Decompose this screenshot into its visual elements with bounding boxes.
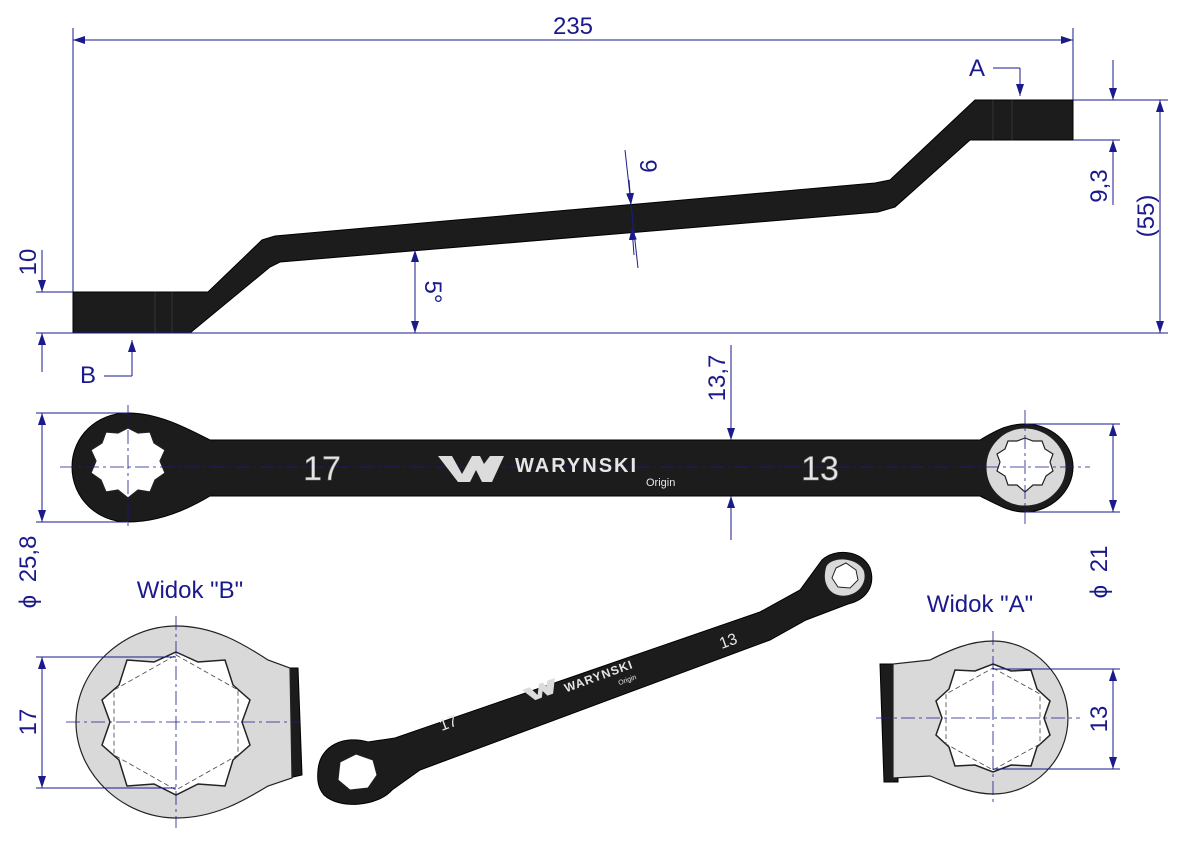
dia-symbol-a: ϕ xyxy=(1086,585,1113,598)
dim-thickness-arrow-top xyxy=(626,179,635,206)
engraving-size-13: 13 xyxy=(801,450,839,488)
render-engraving-17: 17 xyxy=(437,713,460,735)
view-a: Widok "A" 13 xyxy=(876,591,1120,804)
dim-thickness: 9 xyxy=(634,159,661,172)
dim-thickness-arrow-bottom xyxy=(628,227,637,256)
engraving-size-17: 17 xyxy=(303,450,341,488)
render-ring-13-opening xyxy=(831,562,859,589)
render-ring-17-opening xyxy=(337,753,378,791)
render-wrench-body xyxy=(317,551,873,805)
view-a-label: Widok "A" xyxy=(927,591,1033,618)
engraving-sub: Origin xyxy=(646,477,675,489)
marker-a: A xyxy=(969,55,985,82)
dim-head-offset: 10 xyxy=(15,249,42,276)
dim-thickness-line xyxy=(624,149,639,269)
dim-head-thickness-a: 9,3 xyxy=(1086,169,1113,202)
dim-overall-length: 235 xyxy=(553,13,593,40)
wrench-side-profile xyxy=(72,99,1074,334)
dim-total-height: (55) xyxy=(1133,195,1160,238)
wrench-3d-render: 17 13 WARYNSKI Origin xyxy=(317,551,873,805)
marker-b: B xyxy=(80,362,96,389)
side-view: 235 10 B A 5° 9 9,3 (55) xyxy=(15,13,1168,389)
dim-outer-dia-a-group: ϕ 21 xyxy=(1086,546,1113,599)
dim-bend-angle: 5° xyxy=(419,281,446,304)
dim-outer-dia-b-group: ϕ 25,8 xyxy=(15,536,42,609)
engraving-brand: WARYNSKI xyxy=(515,455,638,477)
dim-size-a: 13 xyxy=(1086,706,1113,733)
dim-size-b: 17 xyxy=(15,709,42,736)
dim-shank-width: 13,7 xyxy=(704,355,731,402)
render-brand-logo-icon xyxy=(522,678,555,701)
dim-outer-dia-b: 25,8 xyxy=(15,536,42,583)
dia-symbol-b: ϕ xyxy=(15,595,42,608)
brand-logo-icon xyxy=(438,456,504,482)
view-b: Widok "B" 17 xyxy=(15,577,303,828)
dim-outer-dia-a: 21 xyxy=(1086,546,1113,573)
render-engraving-13: 13 xyxy=(717,631,740,653)
top-view: 17 13 WARYNSKI Origin 13,7 ϕ 25,8 ϕ 21 xyxy=(15,345,1120,608)
view-b-label: Widok "B" xyxy=(137,577,243,604)
